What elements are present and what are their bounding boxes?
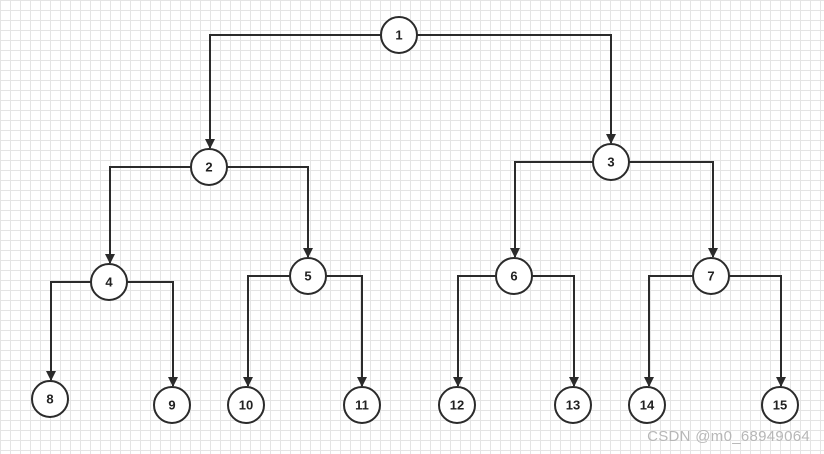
- edge-3-to-6: [510, 161, 593, 258]
- node-label: 1: [395, 28, 402, 43]
- tree-node-15: 15: [761, 386, 799, 424]
- node-circle: [153, 386, 191, 424]
- node-label: 9: [168, 398, 175, 413]
- node-label: 15: [773, 398, 787, 413]
- tree-node-1: 1: [380, 16, 418, 54]
- node-circle: [289, 257, 327, 295]
- node-circle: [628, 386, 666, 424]
- edge-1-to-3: [417, 34, 616, 144]
- tree-node-8: 8: [31, 380, 69, 418]
- node-circle: [438, 386, 476, 424]
- tree-node-6: 6: [495, 257, 533, 295]
- node-label: 11: [355, 398, 369, 413]
- node-circle: [227, 386, 265, 424]
- node-circle: [190, 148, 228, 186]
- watermark: CSDN @m0_68949064: [647, 428, 810, 445]
- edge-6-to-12: [453, 275, 496, 387]
- edge-1-to-2: [205, 34, 381, 149]
- tree-node-11: 11: [343, 386, 381, 424]
- tree-node-5: 5: [289, 257, 327, 295]
- edge-7-to-14: [644, 275, 693, 387]
- tree-node-7: 7: [692, 257, 730, 295]
- node-label: 14: [640, 398, 655, 413]
- edge-5-to-10: [243, 275, 290, 387]
- node-circle: [554, 386, 592, 424]
- edge-4-to-9: [127, 281, 178, 387]
- node-circle: [592, 143, 630, 181]
- node-circle: [380, 16, 418, 54]
- edges-layer: [46, 34, 786, 387]
- edge-2-to-4: [105, 166, 191, 264]
- tree-node-12: 12: [438, 386, 476, 424]
- node-label: 10: [239, 398, 253, 413]
- edge-6-to-13: [532, 275, 579, 387]
- node-label: 2: [205, 160, 212, 175]
- tree-node-14: 14: [628, 386, 666, 424]
- node-circle: [495, 257, 533, 295]
- tree-node-9: 9: [153, 386, 191, 424]
- node-circle: [761, 386, 799, 424]
- node-label: 6: [510, 269, 517, 284]
- tree-node-2: 2: [190, 148, 228, 186]
- node-label: 8: [46, 392, 53, 407]
- node-circle: [692, 257, 730, 295]
- node-label: 3: [607, 155, 614, 170]
- tree-node-4: 4: [90, 263, 128, 301]
- edge-5-to-11: [326, 275, 367, 387]
- node-label: 12: [450, 398, 464, 413]
- edge-7-to-15: [729, 275, 786, 387]
- node-label: 5: [304, 269, 311, 284]
- tree-node-10: 10: [227, 386, 265, 424]
- edge-4-to-8: [46, 281, 91, 381]
- node-circle: [343, 386, 381, 424]
- node-circle: [90, 263, 128, 301]
- node-label: 4: [105, 275, 113, 290]
- node-label: 7: [707, 269, 714, 284]
- edge-3-to-7: [629, 161, 718, 258]
- node-label: 13: [566, 398, 580, 413]
- tree-node-3: 3: [592, 143, 630, 181]
- edge-2-to-5: [227, 166, 313, 258]
- node-circle: [31, 380, 69, 418]
- tree-node-13: 13: [554, 386, 592, 424]
